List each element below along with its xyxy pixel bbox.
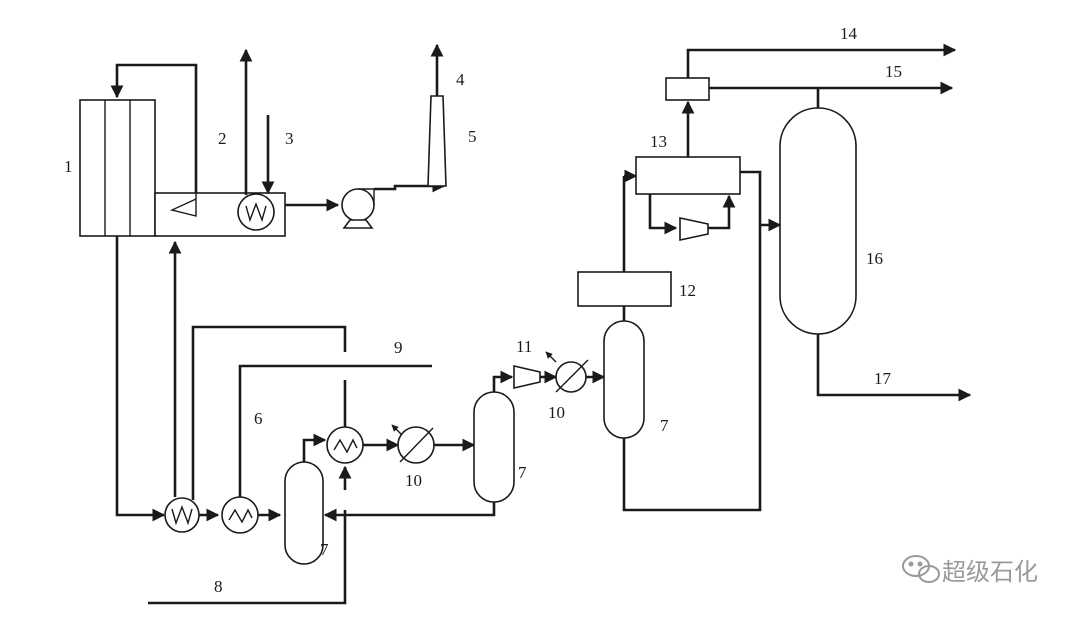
label-15: 15 xyxy=(885,62,902,81)
label-6: 6 xyxy=(254,409,263,428)
separator-3 xyxy=(603,320,645,439)
furnace xyxy=(79,99,156,237)
stream-9-line xyxy=(238,364,432,497)
stack xyxy=(427,95,447,187)
steam-return-line xyxy=(110,63,198,193)
separator-1 xyxy=(284,461,324,565)
sep2-bottom-line xyxy=(323,502,496,522)
unit-13 xyxy=(635,156,741,195)
label-7a: 7 xyxy=(320,540,329,559)
convection-coil xyxy=(169,193,197,217)
compressor-1 xyxy=(513,364,541,390)
exchanger-a xyxy=(164,497,200,533)
label-17: 17 xyxy=(874,369,892,388)
watermark-text: 超级石化 xyxy=(942,558,1038,586)
exchanger-b xyxy=(221,496,259,534)
sep2-overhead-line xyxy=(492,370,514,392)
label-13: 13 xyxy=(650,132,667,151)
stream-14-line xyxy=(686,43,957,78)
label-3: 3 xyxy=(285,129,294,148)
label-16: 16 xyxy=(866,249,883,268)
label-1: 1 xyxy=(64,157,73,176)
watermark: 超级石化 xyxy=(902,555,1038,586)
top-drum xyxy=(665,77,710,101)
column-16 xyxy=(779,107,857,335)
label-9: 9 xyxy=(394,338,403,357)
label-10a: 10 xyxy=(405,471,422,490)
label-7c: 7 xyxy=(660,416,669,435)
label-7b: 7 xyxy=(518,463,527,482)
sep1-overhead-line xyxy=(302,433,327,462)
fan-blower xyxy=(341,188,380,229)
compressor-2 xyxy=(679,217,709,241)
loop-a-line xyxy=(191,325,347,500)
label-10b: 10 xyxy=(548,403,565,422)
label-8: 8 xyxy=(214,577,223,596)
fan-to-stack-line xyxy=(374,179,446,193)
label-11: 11 xyxy=(516,337,532,356)
label-5: 5 xyxy=(468,127,477,146)
exchanger-c xyxy=(326,426,364,464)
label-14: 14 xyxy=(840,24,858,43)
cooler-1 xyxy=(391,424,435,464)
label-12: 12 xyxy=(679,281,696,300)
cooler-2 xyxy=(545,351,589,393)
separator-2 xyxy=(473,391,515,503)
stream-17-line xyxy=(816,334,972,402)
label-2: 2 xyxy=(218,129,227,148)
compressor2-return-line xyxy=(708,194,736,230)
unit-12 xyxy=(577,271,672,307)
convection-heat-exchanger xyxy=(237,193,275,231)
label-4: 4 xyxy=(456,70,465,89)
sep3-bottom-line xyxy=(622,170,762,512)
unit13-recycle-line xyxy=(648,194,678,235)
furnace-outlet-line xyxy=(115,236,166,522)
stream-8-line xyxy=(148,510,347,605)
wechat-icon xyxy=(902,555,940,583)
